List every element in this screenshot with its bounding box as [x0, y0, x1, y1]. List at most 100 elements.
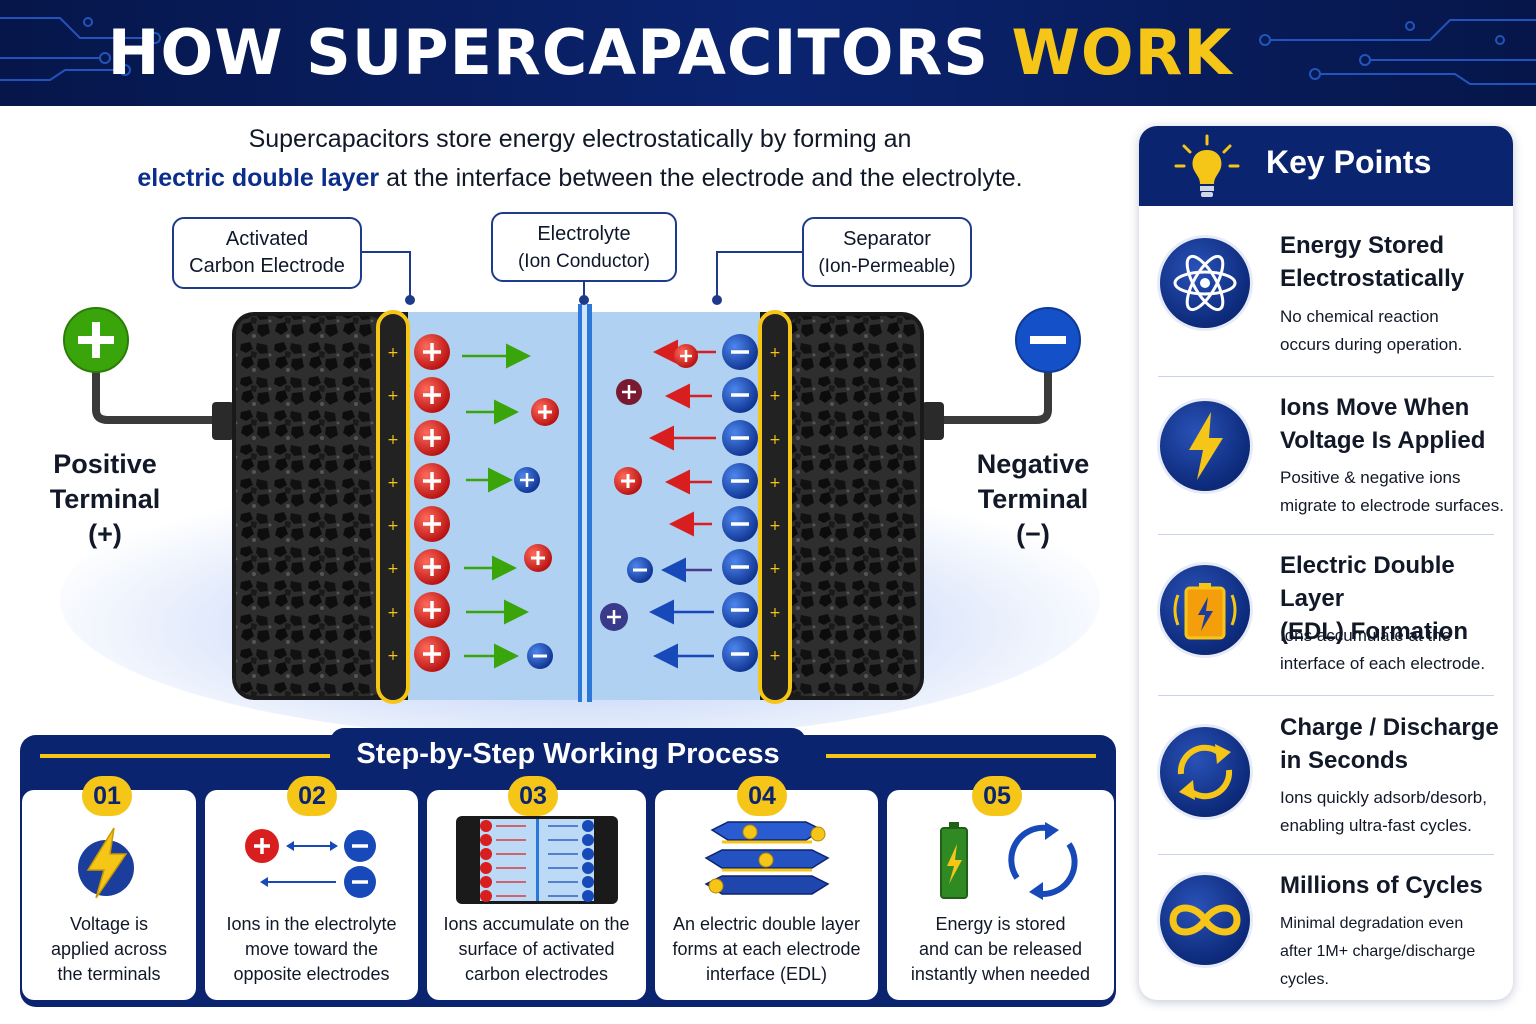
- step-text-3: Ions accumulate on the surface of activa…: [427, 912, 646, 987]
- svg-text:+: +: [769, 388, 781, 404]
- key-point-1-title-line-2: Electrostatically: [1280, 265, 1465, 292]
- key-point-1-text-line-2: occurs during operation.: [1280, 335, 1463, 354]
- key-point-3-text: Ions accumulate at the interface of each…: [1280, 622, 1508, 678]
- atom-icon: [1173, 254, 1237, 312]
- key-point-2-text-line-1: Positive & negative ions: [1280, 468, 1461, 487]
- mini-cell-icon: [456, 816, 618, 904]
- key-points-title: Key Points: [1266, 144, 1432, 180]
- key-point-2-text: Positive & negative ions migrate to elec…: [1280, 464, 1508, 520]
- circuit-decoration-right: [1259, 19, 1536, 85]
- positive-terminal-label: Positive Terminal (+): [40, 447, 170, 552]
- negative-terminal-label: Negative Terminal (−): [968, 447, 1098, 552]
- header-banner: HOW SUPERCAPACITORS WORK: [0, 0, 1536, 106]
- supercapacitor-diagram: ++++ ++++ ++++ ++++: [60, 251, 1100, 730]
- key-point-5-title: Millions of Cycles: [1280, 869, 1505, 902]
- key-point-5-title-line-1: Millions of Cycles: [1280, 872, 1483, 899]
- negative-connector: [922, 402, 944, 440]
- electrode-callout: Activated Carbon Electrode: [172, 217, 362, 289]
- electrode-callout-line-1: Activated: [225, 228, 309, 250]
- step-text-5: Energy is stored and can be released ins…: [887, 912, 1114, 987]
- steps-gold-line-left: [40, 754, 330, 758]
- svg-text:+: +: [387, 561, 399, 577]
- svg-text:+: +: [769, 605, 781, 621]
- key-point-4-title-line-2: in Seconds: [1280, 747, 1409, 774]
- subtitle-line-2: electric double layer at the interface b…: [40, 159, 1120, 198]
- separator-callout-line-2: (Ion-Permeable): [818, 256, 956, 277]
- adsorbed-positive-ions: [414, 334, 450, 672]
- svg-text:+: +: [769, 561, 781, 577]
- electrolyte-callout-line-2: (Ion Conductor): [517, 251, 650, 272]
- title-accent: WORK: [1011, 16, 1233, 89]
- key-point-1-title: Energy Stored Electrostatically: [1280, 229, 1505, 295]
- positive-wire: [92, 366, 224, 424]
- svg-text:+: +: [769, 432, 781, 448]
- title-main: HOW SUPERCAPACITORS: [107, 16, 989, 89]
- separator-core: [582, 304, 587, 702]
- key-point-divider-2: [1158, 534, 1494, 535]
- subtitle: Supercapacitors store energy electrostat…: [40, 120, 1120, 198]
- negative-terminal-line-1: Negative: [976, 449, 1090, 479]
- key-point-3-title-line-2: (EDL) Formation: [1280, 618, 1468, 645]
- step-card-2: [205, 790, 418, 1000]
- step-5-line-2: and can be released: [918, 939, 1083, 959]
- step-3-line-3: carbon electrodes: [464, 964, 609, 984]
- subtitle-line-1: Supercapacitors store energy electrostat…: [248, 125, 912, 153]
- steps-title: Step-by-Step Working Process: [330, 728, 806, 780]
- svg-text:+: +: [769, 648, 781, 664]
- negative-terminal-line-3: (−): [1016, 519, 1050, 549]
- negative-edl-layer: [758, 310, 792, 704]
- positive-terminal-line-3: (+): [88, 519, 122, 549]
- positive-carbon-electrode: [236, 316, 386, 696]
- step-card-5: [887, 790, 1114, 1000]
- key-point-1-text: No chemical reaction occurs during opera…: [1280, 303, 1508, 359]
- svg-text:+: +: [769, 518, 781, 534]
- battery-charge-icon: [1173, 583, 1237, 640]
- key-point-5-text-line-1: Minimal degradation even: [1280, 915, 1464, 932]
- free-electrolyte-ions: [514, 344, 698, 669]
- svg-text:+: +: [387, 648, 399, 664]
- electrode-leader-dot: [405, 295, 415, 305]
- key-point-2-title-line-2: Voltage Is Applied: [1280, 427, 1486, 454]
- svg-text:+: +: [387, 388, 399, 404]
- edl-small-plus-marks: ++++ ++++ ++++ ++++: [387, 345, 781, 664]
- step-text-4: An electric double layer forms at each e…: [655, 912, 878, 987]
- positive-terminal-line-1: Positive: [53, 449, 157, 479]
- key-point-divider-3: [1158, 695, 1494, 696]
- negative-wire: [931, 366, 1052, 424]
- step-1-line-1: Voltage is: [69, 914, 149, 934]
- svg-text:+: +: [387, 345, 399, 361]
- positive-terminal-line-2: Terminal: [49, 484, 161, 514]
- step-4-line-1: An electric double layer: [672, 914, 861, 934]
- key-point-1-title-line-1: Energy Stored: [1280, 232, 1445, 259]
- svg-text:+: +: [769, 475, 781, 491]
- step-number-1: 01: [82, 776, 132, 816]
- layers-icon: [704, 821, 830, 895]
- svg-text:+: +: [387, 475, 399, 491]
- key-point-4-badge: [1157, 724, 1253, 820]
- key-point-4-text: Ions quickly adsorb/desorb, enabling ult…: [1280, 784, 1508, 840]
- electrolyte-callout: Electrolyte (Ion Conductor): [491, 212, 677, 282]
- step-2-line-2: move toward the: [244, 939, 379, 959]
- key-point-3-text-line-2: interface of each electrode.: [1280, 654, 1486, 673]
- step-number-2: 02: [287, 776, 337, 816]
- key-point-divider-4: [1158, 854, 1494, 855]
- lightning-icon: [1189, 412, 1223, 480]
- key-point-2-badge: [1157, 398, 1253, 494]
- key-point-divider-1: [1158, 376, 1494, 377]
- key-point-5-text-line-2: after 1M+ charge/discharge cycles.: [1280, 943, 1476, 988]
- refresh-icon: [1177, 744, 1233, 800]
- step-1-line-2: applied across: [50, 939, 168, 959]
- step-number-3: 03: [508, 776, 558, 816]
- electrode-leader-line: [362, 251, 411, 300]
- separator-leader-line: [716, 251, 804, 300]
- page-title: HOW SUPERCAPACITORS WORK: [0, 16, 1340, 89]
- positive-edl-layer: [376, 310, 410, 704]
- separator-callout: Separator (Ion-Permeable): [802, 217, 972, 287]
- negative-terminal-line-2: Terminal: [977, 484, 1089, 514]
- step-1-line-3: the terminals: [57, 964, 161, 984]
- key-point-4-title-line-1: Charge / Discharge: [1280, 714, 1499, 741]
- key-point-1-text-line-1: No chemical reaction: [1280, 307, 1439, 326]
- key-point-4-title: Charge / Discharge in Seconds: [1280, 711, 1505, 777]
- circuit-decoration-left: [0, 17, 161, 81]
- ion-migration-icon: [245, 829, 376, 898]
